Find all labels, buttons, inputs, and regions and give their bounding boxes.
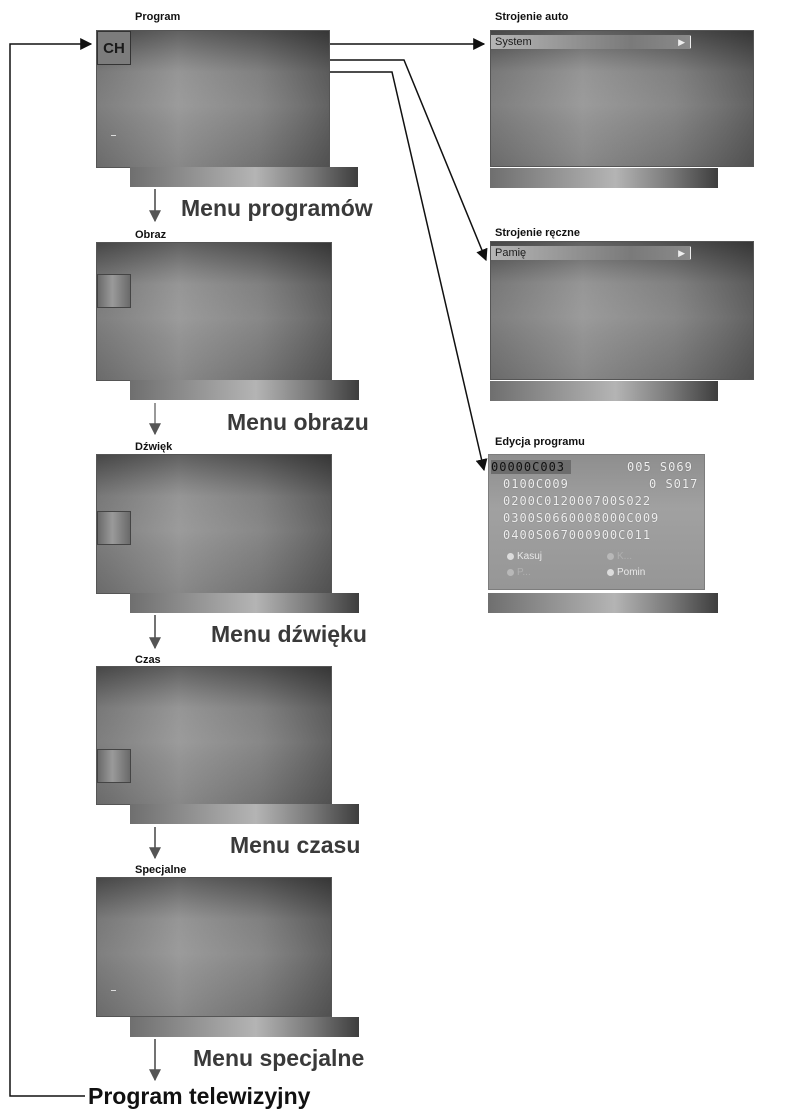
screen-bar-dzwiek	[130, 593, 359, 613]
screen-obraz	[96, 242, 332, 381]
yellow-button-icon	[507, 568, 514, 576]
screen-title-strojenie-reczne: Strojenie ręczne	[495, 227, 580, 239]
caret	[690, 36, 691, 48]
menu-label-program: Menu programów	[181, 195, 373, 221]
screen-bar-czas	[130, 804, 359, 824]
screen-bar-obraz	[130, 380, 359, 400]
legend-label: K...	[617, 551, 633, 562]
red-button-icon	[507, 552, 514, 560]
arrow-right-icon: ▶	[678, 37, 685, 47]
screen-dzwiek	[96, 454, 332, 594]
legend-pomin: Pomin	[607, 567, 645, 578]
screen-strojenie-reczne: Pamię ▶	[490, 241, 754, 380]
footer-label: Program telewizyjny	[88, 1083, 311, 1109]
screen-bar-strojenie-reczne	[490, 381, 718, 401]
legend-label: Pomin	[617, 567, 646, 578]
screen-bar-program	[130, 167, 358, 187]
blue-button-icon	[607, 568, 614, 576]
legend-kasuj: Kasuj	[507, 551, 542, 562]
clock-icon	[97, 749, 131, 783]
legend-label: P...	[517, 567, 531, 578]
screen-title-edycja: Edycja programu	[495, 436, 585, 448]
screen-strojenie-auto: System ▶	[490, 30, 754, 167]
cursor-dash	[111, 135, 116, 136]
screen-bar-specjalne	[130, 1017, 359, 1037]
screen-title-obraz: Obraz	[135, 229, 167, 241]
sound-icon	[97, 511, 131, 545]
menu-row-label: System	[495, 36, 532, 48]
screen-title-dzwiek: Dźwięk	[135, 441, 173, 453]
program-row-0[interactable]: 00000C003	[491, 460, 572, 474]
program-row-0-tail: 005 S069	[627, 460, 693, 474]
screen-bar-edycja	[488, 593, 718, 613]
picture-icon	[97, 274, 131, 308]
program-row-code: 00000C003	[491, 460, 566, 474]
menu-label-czas: Menu czasu	[230, 832, 361, 858]
screen-title-program: Program	[135, 11, 181, 23]
program-row-2[interactable]: 0200C012000700S022	[503, 494, 652, 508]
arrow-right-icon: ▶	[678, 248, 685, 258]
legend-przesun: P...	[507, 567, 531, 578]
cursor-dash	[111, 990, 116, 991]
screen-program: CH	[96, 30, 330, 168]
screen-bar-strojenie-auto	[490, 168, 718, 188]
program-row-1[interactable]: 0100C009	[503, 477, 569, 491]
menu-row-system[interactable]: System ▶	[491, 35, 691, 49]
program-row-1-tail: 0 S017	[649, 477, 699, 491]
screen-title-specjalne: Specjalne	[135, 864, 187, 876]
legend-kopiuj: K...	[607, 551, 632, 562]
menu-label-obraz: Menu obrazu	[227, 409, 369, 435]
program-row-3[interactable]: 0300S0660008000C009	[503, 511, 660, 525]
menu-row-label: Pamię	[495, 247, 527, 259]
menu-label-dzwiek: Menu dźwięku	[211, 621, 367, 647]
arrow-to-strojenie-reczne	[330, 59, 488, 262]
legend-label: Kasuj	[517, 551, 543, 562]
screen-czas	[96, 666, 332, 805]
program-row-4[interactable]: 0400S067000900C011	[503, 528, 652, 542]
screen-title-czas: Czas	[135, 654, 161, 666]
return-loop-line	[9, 38, 93, 1097]
screen-specjalne	[96, 877, 332, 1017]
menu-label-specjalne: Menu specjalne	[193, 1045, 365, 1071]
caret	[690, 247, 691, 259]
green-button-icon	[607, 552, 614, 560]
screen-title-strojenie-auto: Strojenie auto	[495, 11, 569, 23]
menu-row-pamiec[interactable]: Pamię ▶	[491, 246, 691, 260]
screen-edycja-programu: 00000C003 005 S069 0100C009 0 S017 0200C…	[488, 454, 705, 590]
channel-icon: CH	[97, 31, 131, 65]
